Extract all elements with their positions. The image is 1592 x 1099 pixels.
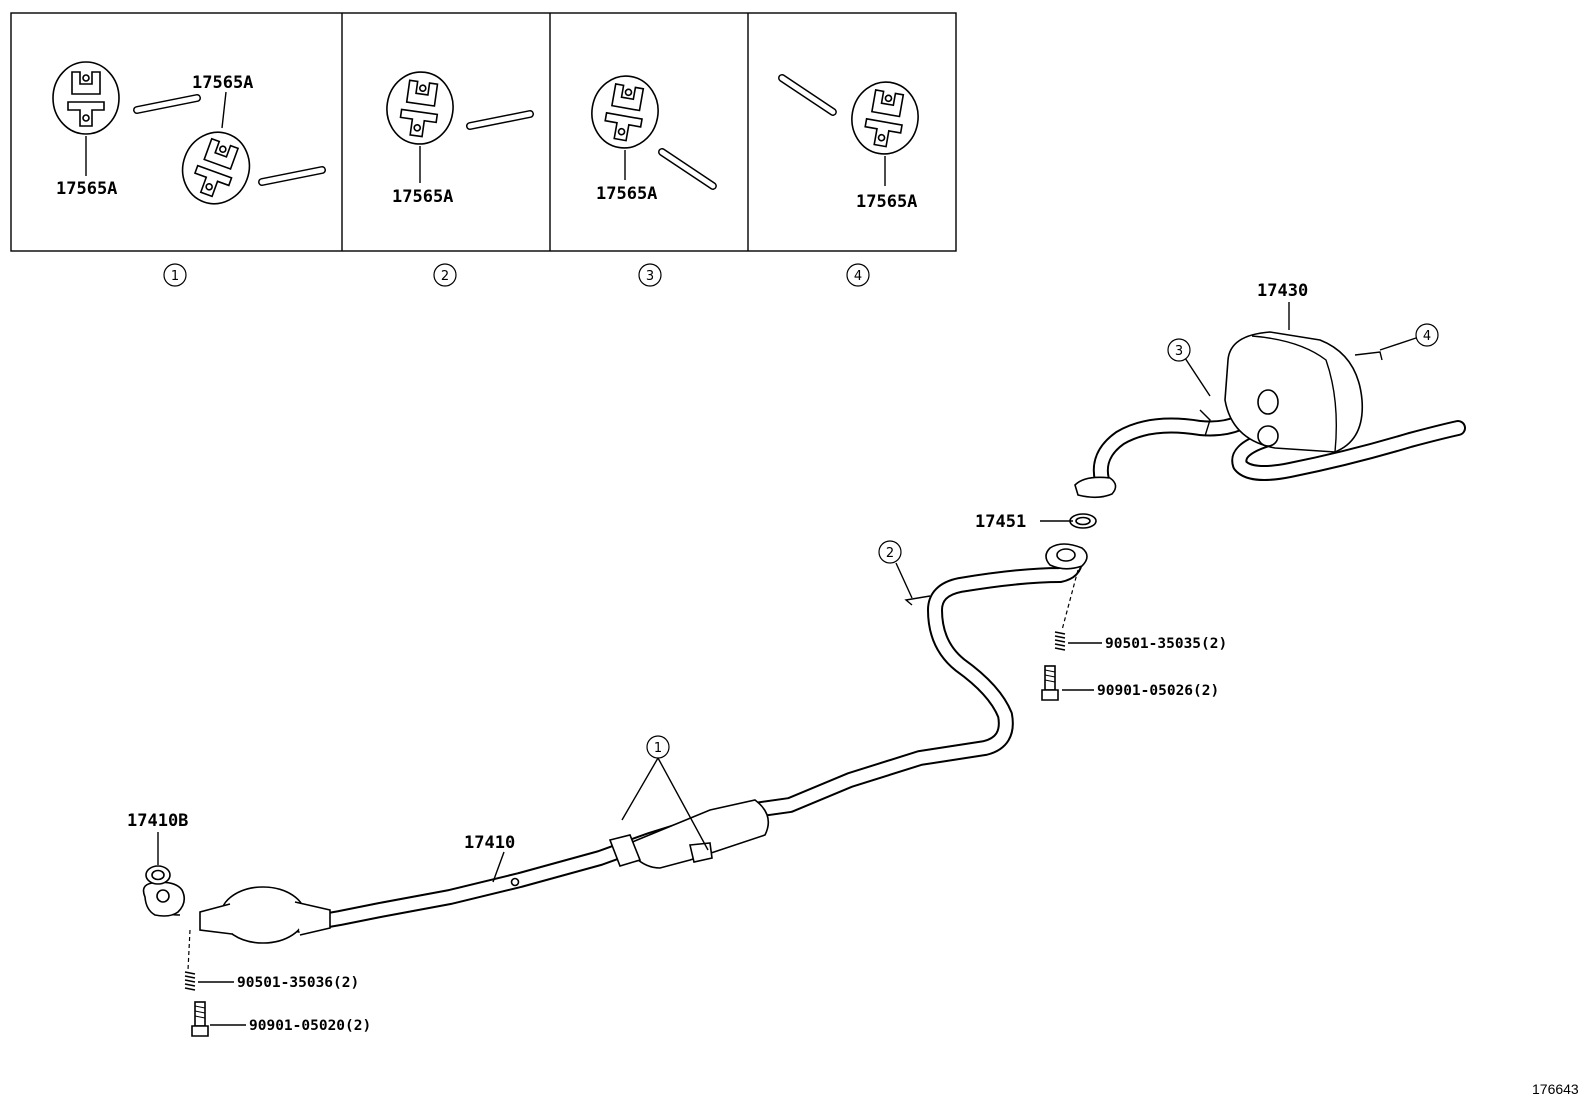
panel-number-2: 2 — [433, 263, 457, 287]
hanger-icon[interactable] — [171, 122, 261, 214]
leader-lines — [157, 302, 1417, 1026]
rod-icon — [470, 114, 530, 126]
spring-icon[interactable] — [184, 971, 196, 991]
panel-2: 17565A — [381, 66, 530, 207]
part-label-90901-05026[interactable]: 90901-05026(2) — [1097, 683, 1219, 699]
hanger-icon[interactable] — [52, 61, 120, 135]
panel-4: 17565A — [782, 70, 925, 212]
panel-number-4: 4 — [846, 263, 870, 287]
panel-3: 17565A — [585, 70, 713, 204]
panel-1: 17565A 17565A — [52, 61, 322, 214]
spring-icon[interactable] — [1054, 631, 1066, 651]
callout-3: 3 — [1167, 338, 1191, 362]
part-label-90501-35036[interactable]: 90501-35036(2) — [237, 975, 359, 991]
rear-flange — [1045, 543, 1088, 570]
part-label-90501-35035[interactable]: 90501-35035(2) — [1105, 636, 1227, 652]
callout-2: 2 — [878, 540, 902, 564]
part-label-17410b[interactable]: 17410B — [127, 811, 188, 831]
tail-flange — [1074, 476, 1117, 499]
bolt-icon[interactable] — [1041, 665, 1059, 701]
hanger-icon[interactable] — [845, 76, 925, 160]
center-catalytic-converter — [608, 799, 770, 869]
svg-text:2: 2 — [441, 269, 449, 284]
panel-number-3: 3 — [638, 263, 662, 287]
hanger-icon[interactable] — [585, 70, 665, 154]
svg-text:1: 1 — [654, 741, 662, 756]
part-label-17451[interactable]: 17451 — [975, 512, 1026, 532]
part-label-17565a[interactable]: 17565A — [192, 73, 253, 93]
rod-icon — [137, 98, 197, 110]
part-label-17565a[interactable]: 17565A — [856, 192, 917, 212]
illustration-id: 176643 — [1532, 1081, 1579, 1097]
muffler-body — [1224, 331, 1364, 453]
panel-number-1: 1 — [163, 263, 187, 287]
hanger-icon[interactable] — [381, 66, 459, 150]
front-exhaust-pipe-assembly[interactable] — [142, 543, 1088, 944]
svg-text:4: 4 — [854, 269, 862, 284]
rod-icon — [262, 170, 322, 182]
front-flange — [142, 881, 186, 917]
svg-text:1: 1 — [171, 269, 179, 284]
gasket-17451[interactable] — [1069, 513, 1097, 529]
tail-pipe-muffler-assembly[interactable] — [1074, 331, 1466, 499]
clamp-inset-panels: 17565A 17565A 17565A 17565A 17565A 1 — [10, 12, 957, 287]
rod-icon — [662, 144, 713, 195]
callout-4: 4 — [1415, 323, 1439, 347]
part-label-17565a[interactable]: 17565A — [392, 187, 453, 207]
rod-icon — [782, 70, 833, 121]
gasket-17410b[interactable] — [145, 865, 171, 885]
part-label-90901-05020[interactable]: 90901-05020(2) — [249, 1018, 371, 1034]
svg-text:4: 4 — [1423, 329, 1431, 344]
part-label-17430[interactable]: 17430 — [1257, 281, 1308, 301]
part-label-17410[interactable]: 17410 — [464, 833, 515, 853]
svg-text:2: 2 — [886, 546, 894, 561]
callout-1: 1 — [646, 735, 670, 759]
svg-text:3: 3 — [646, 269, 654, 284]
part-label-17565a[interactable]: 17565A — [596, 184, 657, 204]
part-label-17565a[interactable]: 17565A — [56, 179, 117, 199]
bolt-icon[interactable] — [191, 1001, 209, 1037]
front-catalytic-converter — [154, 886, 331, 944]
svg-text:3: 3 — [1175, 344, 1183, 359]
